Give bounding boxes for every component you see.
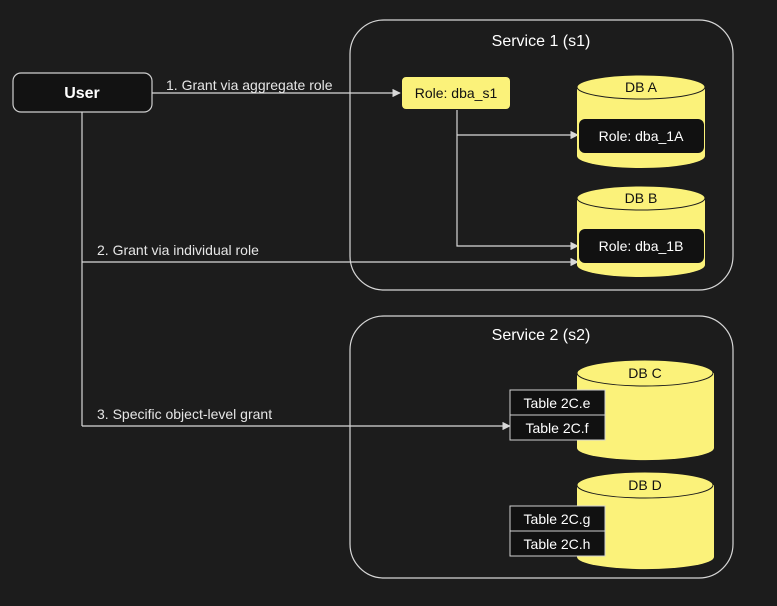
db-a-cylinder[interactable]: DB A Role: dba_1A: [576, 74, 706, 168]
db-b-label: DB B: [625, 190, 658, 206]
db-a-role-box[interactable]: [579, 119, 704, 153]
db-b-cylinder[interactable]: DB B Role: dba_1B: [576, 185, 706, 277]
edges: 1. Grant via aggregate role 2. Grant via…: [81, 77, 579, 431]
table-2c-e-label: Table 2C.e: [524, 395, 591, 411]
aggregate-role-box[interactable]: [402, 77, 510, 109]
service-2-title: Service 2 (s2): [492, 327, 591, 344]
db-b-top: [576, 185, 706, 211]
service-1-container: Service 1 (s1): [349, 19, 734, 291]
table-2c-f-box[interactable]: [509, 414, 606, 441]
db-a-role-label: Role: dba_1A: [599, 128, 685, 144]
table-2c-h-label: Table 2C.h: [524, 536, 591, 552]
edge-object-level-grant-label: 3. Specific object-level grant: [97, 406, 272, 422]
service-1-frame: [349, 19, 734, 291]
user-node[interactable]: User: [12, 72, 153, 113]
service-2-frame: [349, 315, 734, 579]
db-d-label: DB D: [628, 477, 661, 493]
aggregate-role-node[interactable]: Role: dba_s1: [402, 77, 510, 109]
edge-individual-role-label: 2. Grant via individual role: [97, 242, 259, 258]
db-a-label: DB A: [625, 79, 658, 95]
table-2c-f-label: Table 2C.f: [525, 420, 588, 436]
db-d-top: [576, 471, 714, 499]
db-a-top: [576, 74, 706, 100]
db-c-top: [576, 359, 714, 387]
db-c-cylinder[interactable]: DB C Table 2C.e Table 2C.f: [509, 359, 714, 461]
table-2c-h-box[interactable]: [509, 530, 606, 557]
edge-aggregate-role-label: 1. Grant via aggregate role: [166, 77, 333, 93]
db-b-role-label: Role: dba_1B: [599, 238, 684, 254]
db-d-body: [577, 485, 714, 570]
edge-role-to-db-b: [456, 110, 579, 251]
db-c-body: [577, 373, 714, 461]
service-1-title: Service 1 (s1): [492, 33, 591, 50]
aggregate-role-label: Role: dba_s1: [415, 85, 498, 101]
db-d-cylinder[interactable]: DB D Table 2C.g Table 2C.h: [509, 471, 714, 570]
service-2-container: Service 2 (s2): [349, 315, 734, 579]
db-c-label: DB C: [628, 365, 661, 381]
table-2c-g-label: Table 2C.g: [524, 511, 591, 527]
user-label: User: [64, 85, 100, 102]
db-b-role-box[interactable]: [579, 229, 704, 263]
table-2c-e-box[interactable]: [509, 389, 606, 416]
